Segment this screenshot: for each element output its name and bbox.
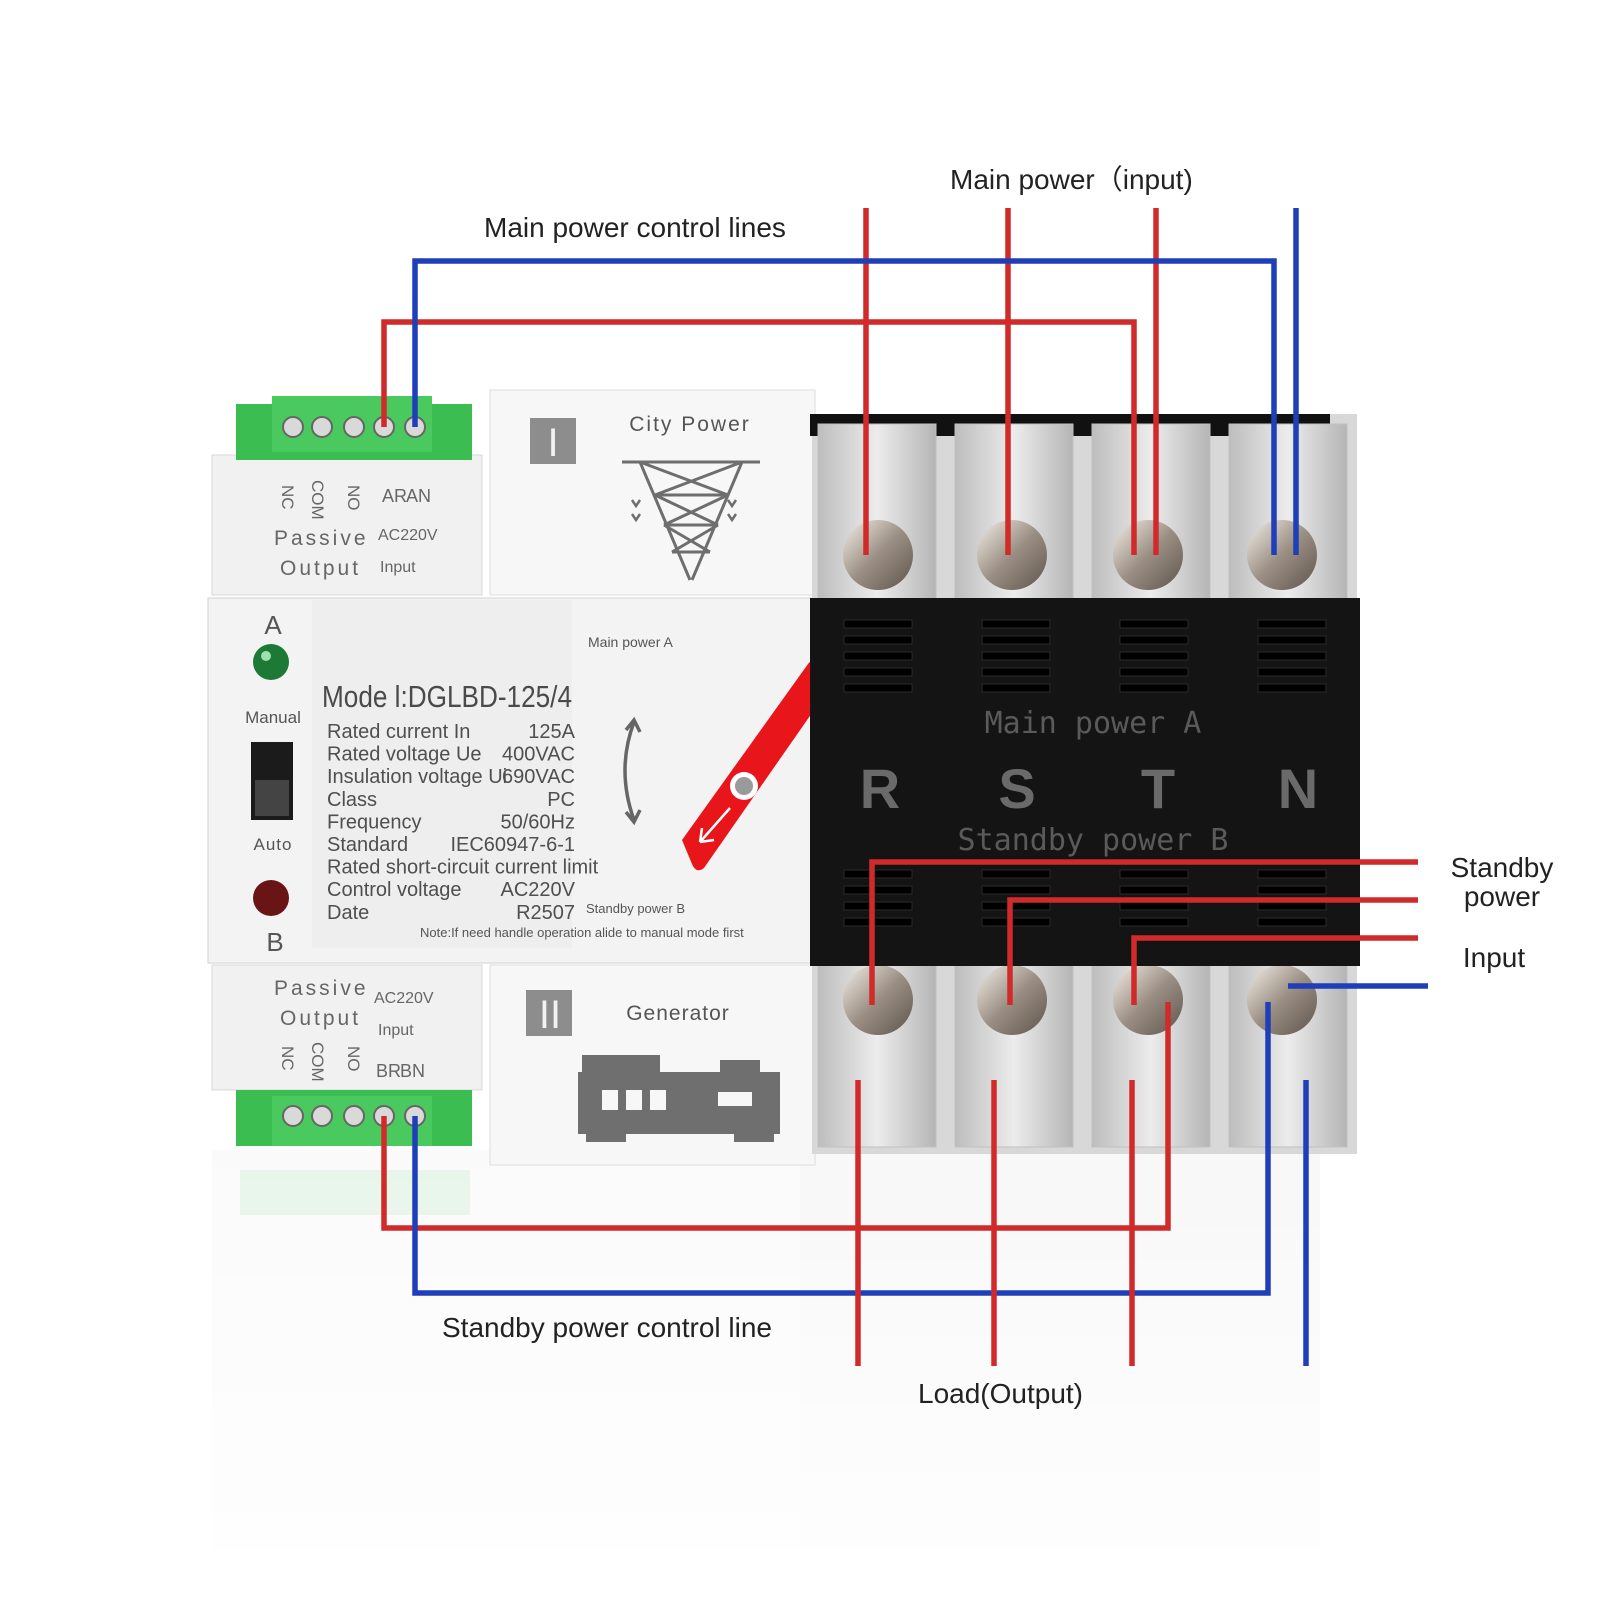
transfer-handle[interactable]: [682, 660, 830, 871]
bottom-terminal-br: BR: [376, 1061, 401, 1081]
main-control-wire-ar: [381, 319, 1137, 555]
top-terminal-nc: NC: [278, 485, 297, 510]
device-labels: I City Power II Generator NC COM NO AR A…: [245, 413, 1318, 1082]
top-voltage-label: AC220V: [378, 527, 438, 544]
spec-key-2: Insulation voltage Ui: [327, 766, 507, 788]
standby-input-wire-r: [869, 859, 1418, 1005]
handle-note: Note:If need handle operation alide to m…: [420, 925, 744, 940]
generator-label: Generator: [626, 1002, 730, 1025]
screw-n-top: [1247, 520, 1317, 590]
top-terminal-ar: AR: [382, 486, 407, 506]
bottom-voltage-label: AC220V: [374, 990, 434, 1007]
auto-label: Auto: [254, 835, 293, 854]
screw-t-top: [1113, 520, 1183, 590]
top-input-label: Input: [380, 559, 416, 576]
load-output-label: Load(Output): [918, 1378, 1083, 1409]
phase-r-label: R: [860, 757, 900, 820]
city-power-label: City Power: [629, 413, 751, 436]
spec-value-2: 690VAC: [502, 766, 575, 788]
top-terminal-com: COM: [308, 480, 327, 520]
top-terminal-an: AN: [406, 486, 431, 506]
main-power-a-small-label: Main power A: [588, 634, 673, 650]
main-power-control-lines-label: Main power control lines: [484, 212, 786, 243]
spec-key-3: Class: [327, 789, 377, 811]
spec-key-1: Rated voltage Ue: [327, 744, 482, 766]
spec-key-6: Rated short-circuit current limit: [327, 857, 599, 879]
main-power-input-label: Main power（input): [950, 164, 1193, 195]
standby-power-label-line2: power: [1464, 881, 1540, 912]
bottom-terminal-no: NO: [344, 1046, 363, 1072]
callout-labels: Main power（input) Main power control lin…: [442, 164, 1553, 1409]
standby-input-label: Input: [1463, 942, 1525, 973]
phase-n-label: N: [1278, 757, 1318, 820]
front-panel: [207, 597, 830, 964]
phase-s-label: S: [998, 757, 1035, 820]
module-i-badge: [530, 418, 576, 464]
spec-value-3: PC: [547, 789, 575, 811]
rotate-arrows-icon: [623, 716, 642, 826]
screw-r-top: [843, 520, 913, 590]
spec-value-5: IEC60947-6-1: [450, 834, 575, 856]
main-control-wire-an: [412, 258, 1277, 555]
main-switch-block: [810, 414, 1360, 1154]
led-a-indicator: [253, 644, 289, 680]
spec-value-0: 125A: [528, 721, 575, 743]
screw-r-bottom: [843, 965, 913, 1035]
spec-key-4: Frequency: [327, 811, 422, 833]
standby-control-wire-br: [381, 1002, 1171, 1231]
spec-table: Rated current In 125A Rated voltage Ue 400V…: [327, 721, 599, 924]
top-terminal-covers: [817, 423, 1348, 605]
top-terminal-no: NO: [344, 485, 363, 511]
terminal-screws: [843, 520, 1317, 1035]
standby-power-control-line-label: Standby power control line: [442, 1312, 772, 1343]
standby-input-wire-t: [1131, 935, 1418, 1005]
manual-label: Manual: [245, 708, 301, 727]
top-passive-label: Passive: [274, 527, 369, 550]
model-label: Mode l:DGLBD-125/4: [322, 679, 572, 714]
bottom-terminal-com: COM: [308, 1042, 327, 1082]
module-i-label: I: [547, 421, 558, 465]
screw-t-bottom: [1113, 965, 1183, 1035]
spec-key-0: Rated current In: [327, 721, 470, 743]
bottom-output-label: Output: [280, 1007, 361, 1030]
standby-power-b-label: Standby power B: [958, 823, 1229, 858]
module-ii-label: II: [539, 993, 561, 1037]
spec-value-4: 50/60Hz: [501, 811, 576, 833]
standby-input-wire-s: [1007, 897, 1418, 1005]
bottom-terminal-bn: BN: [400, 1061, 425, 1081]
spec-key-7: Control voltage: [327, 879, 462, 901]
indicator-a-label: A: [264, 610, 282, 640]
standby-power-label-line1: Standby: [1451, 852, 1554, 883]
standby-control-wire-bn: [412, 1002, 1271, 1296]
spec-key-8: Date: [327, 902, 369, 924]
spec-key-5: Standard: [327, 834, 408, 856]
screw-s-top: [977, 520, 1047, 590]
vent-slots: [843, 619, 1327, 927]
bottom-input-label: Input: [378, 1022, 414, 1039]
screw-n-bottom: [1247, 965, 1317, 1035]
phase-t-label: T: [1141, 757, 1175, 820]
generator-icon: [578, 1055, 780, 1142]
spec-value-7: AC220V: [501, 879, 576, 901]
main-power-a-label: Main power A: [985, 706, 1202, 741]
spec-value-8: R2507: [516, 902, 575, 924]
top-output-label: Output: [280, 557, 361, 580]
indicator-b-label: B: [266, 927, 283, 957]
module-ii-badge: [526, 990, 572, 1036]
bottom-terminal-nc: NC: [278, 1046, 297, 1071]
led-b-indicator: [253, 880, 289, 916]
power-pylon-icon: [622, 460, 760, 581]
spec-value-1: 400VAC: [502, 744, 575, 766]
bottom-passive-label: Passive: [274, 977, 369, 1000]
device-reflection: [212, 1150, 1322, 1600]
standby-power-b-small-label: Standby power B: [586, 901, 685, 916]
